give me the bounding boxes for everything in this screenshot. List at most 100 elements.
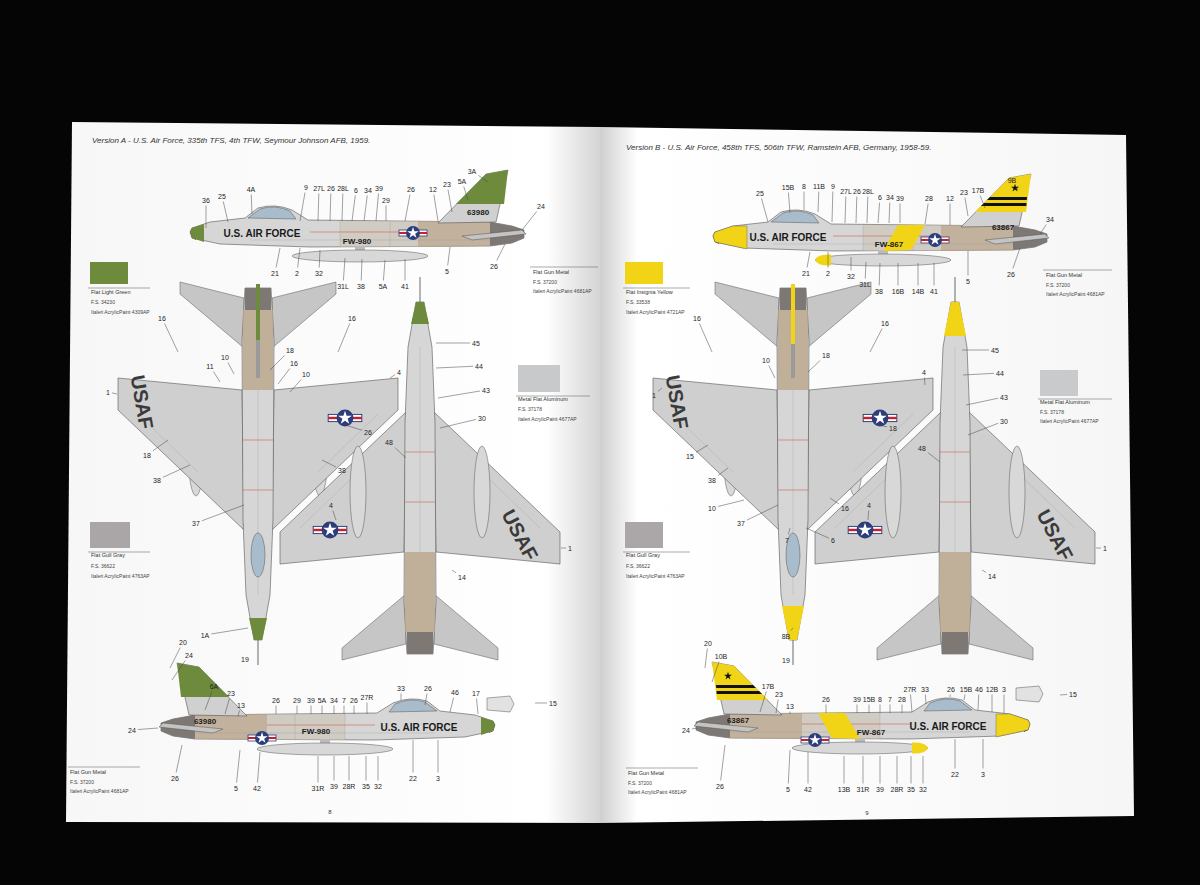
leader-line	[334, 706, 335, 715]
callout-number: 28R	[343, 783, 356, 790]
leader-line	[696, 445, 708, 452]
leader-line	[311, 706, 312, 715]
callout-number: 39	[307, 697, 315, 704]
leader-line	[762, 199, 768, 223]
leader-line	[376, 194, 379, 222]
callout-number: 6A	[210, 683, 219, 690]
callout-number: 18	[889, 425, 897, 432]
leader-line	[452, 570, 456, 573]
callout-number: 4	[922, 369, 926, 376]
leader-line	[270, 356, 285, 371]
leader-line	[879, 263, 881, 286]
leader-line	[718, 468, 728, 476]
part-icon	[487, 686, 1043, 712]
leader-line	[334, 756, 335, 781]
legend-swatch	[1040, 370, 1078, 396]
callout-number: 31R	[857, 786, 870, 793]
callout-number: 8	[878, 696, 882, 703]
leader-line	[889, 203, 891, 224]
side-profile	[713, 174, 1049, 266]
wing-marking: USAF	[498, 506, 541, 563]
aircraft-marking: 63867	[992, 224, 1014, 232]
callout-number: 24	[537, 203, 545, 210]
right-page	[600, 127, 1134, 823]
callout-number: 16B	[892, 288, 904, 295]
leader-line	[856, 197, 858, 224]
callout-number: 48	[385, 439, 393, 446]
leader-line	[978, 695, 980, 711]
callout-number: 46	[451, 689, 459, 696]
leader-line	[1040, 225, 1046, 235]
leader-line	[383, 260, 385, 281]
legend-text: Flat Gull Gray	[626, 553, 660, 559]
callout-number: 38	[153, 477, 161, 484]
callout-number: 30	[1000, 418, 1008, 425]
callout-number: 48	[918, 445, 926, 452]
leader-line	[390, 375, 395, 378]
leader-line	[845, 197, 847, 224]
leader-line	[344, 706, 345, 715]
callout-number: 29	[382, 197, 390, 204]
leader-line	[788, 750, 790, 784]
callout-number: 22	[409, 775, 417, 782]
leader-line	[561, 548, 566, 549]
callout-number: 26	[407, 186, 415, 193]
leader-line	[832, 192, 834, 223]
leader-line	[440, 419, 476, 428]
leader-line	[478, 175, 488, 182]
leader-line	[870, 329, 882, 353]
callout-number: 38	[708, 477, 716, 484]
leader-line	[983, 739, 984, 769]
leader-line	[425, 694, 427, 706]
callout-number: 9	[831, 183, 835, 190]
leader-line	[330, 194, 332, 222]
leader-line	[213, 372, 220, 383]
callout-number: 31L	[859, 281, 871, 288]
leader-line	[880, 756, 881, 784]
callout-number: 15B	[863, 696, 875, 703]
callout-number: 14B	[912, 288, 924, 295]
callout-number: 16	[158, 315, 166, 322]
callout-number: 26	[853, 188, 861, 195]
callout-number: 28	[925, 195, 933, 202]
callout-number: 25	[756, 190, 764, 197]
paint-code: F.S. 37200	[533, 280, 557, 285]
wing-marking: USAF	[1033, 506, 1076, 563]
leader-line	[911, 756, 912, 784]
callout-number: 4A	[247, 186, 256, 193]
leader-line	[925, 695, 927, 705]
callout-number: 41	[401, 283, 409, 290]
leader-line	[865, 262, 867, 279]
callout-number: 37	[192, 520, 200, 527]
callout-number: 10B	[715, 653, 727, 660]
callout-number: 2	[295, 270, 299, 277]
paint-code: Italeri AcrylicPaint 4681AP	[533, 289, 592, 294]
leader-line	[788, 528, 790, 535]
callout-number: 32	[847, 273, 855, 280]
leader-line	[319, 250, 321, 268]
callout-number: 5A	[458, 178, 467, 185]
leader-line	[361, 259, 363, 281]
callout-number: 7	[785, 537, 789, 544]
leader-line	[699, 324, 712, 353]
legend-text: Metal Flat Aluminum	[1040, 400, 1090, 406]
callout-number: 26	[350, 697, 358, 704]
leader-line	[828, 252, 829, 268]
leader-line	[297, 706, 298, 715]
paint-code: Italeri AcrylicPaint 4763AP	[91, 574, 150, 579]
callout-number: 3	[436, 775, 440, 782]
leader-line	[962, 350, 989, 351]
aircraft-marking: U.S. AIR FORCE	[381, 723, 458, 733]
callout-number: 26	[822, 696, 830, 703]
leader-line	[924, 378, 926, 386]
leader-line	[436, 343, 470, 344]
callout-number: 39	[330, 783, 338, 790]
leader-line	[747, 505, 778, 520]
leader-line	[298, 248, 300, 268]
callout-number: 20	[179, 639, 187, 646]
callout-number: 34	[330, 697, 338, 704]
leader-line	[826, 705, 827, 714]
callout-number: 26	[364, 429, 372, 436]
callout-number: 10	[221, 354, 229, 361]
